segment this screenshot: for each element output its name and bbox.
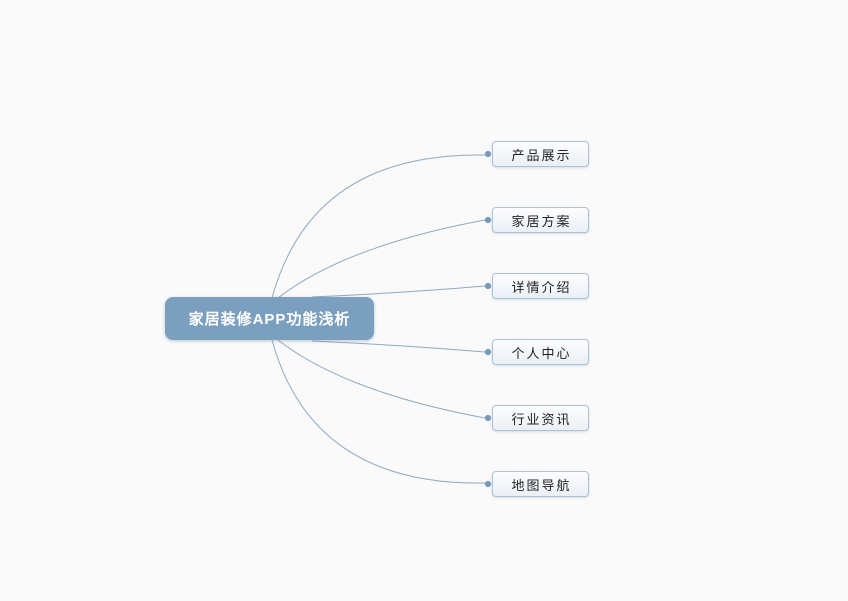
central-topic-node[interactable]: 家居装修APP功能浅析 — [165, 297, 374, 340]
branch-node-personal-center[interactable]: 个人中心 — [492, 339, 589, 365]
connector-dot — [484, 348, 492, 356]
connector-curve-industry-news — [277, 339, 486, 419]
connector-curve-map-navigation — [271, 339, 486, 484]
connector-curve-home-plan — [277, 219, 486, 299]
connector-dot — [484, 150, 492, 158]
connector-dot — [484, 216, 492, 224]
connector-dot — [484, 282, 492, 290]
branch-node-detail-intro[interactable]: 详情介绍 — [492, 273, 589, 299]
connector-dot — [484, 480, 492, 488]
connector-curve-product-display — [271, 154, 486, 299]
connector-curve-detail-intro — [311, 285, 486, 298]
connector-curve-personal-center — [311, 340, 486, 353]
branch-node-product-display[interactable]: 产品展示 — [492, 141, 589, 167]
connector-dot — [484, 414, 492, 422]
branch-node-map-navigation[interactable]: 地图导航 — [492, 471, 589, 497]
branch-node-industry-news[interactable]: 行业资讯 — [492, 405, 589, 431]
branch-node-home-plan[interactable]: 家居方案 — [492, 207, 589, 233]
